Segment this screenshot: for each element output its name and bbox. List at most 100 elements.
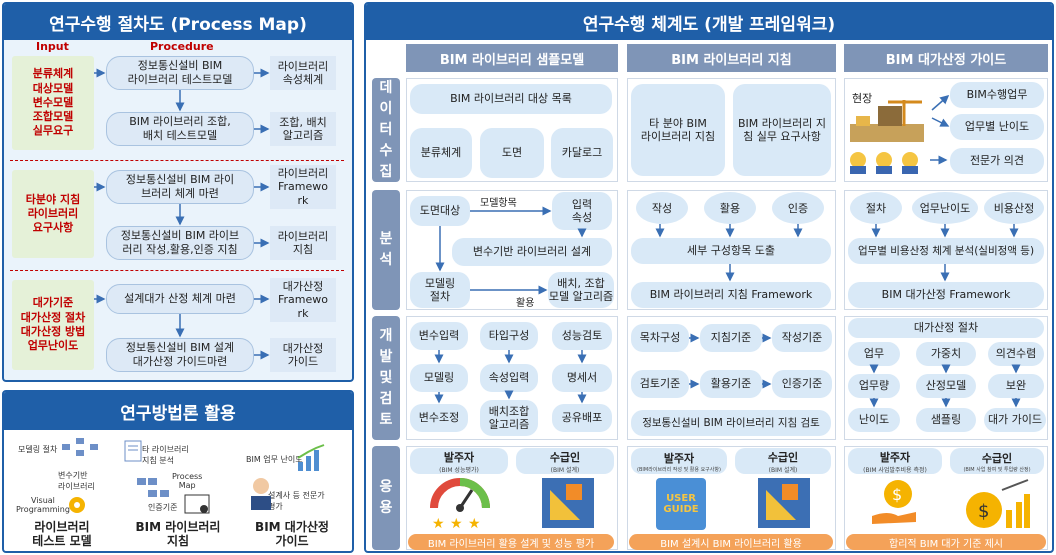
row-label-apply: 응 용 bbox=[372, 446, 400, 550]
mini-label-2c: 인증기준 bbox=[148, 503, 178, 512]
apply-c2-contractor-title: 수급인 bbox=[767, 450, 799, 464]
data-drawing: 도면 bbox=[480, 128, 544, 178]
output-box-2: 조합, 배치 알고리즘 bbox=[270, 112, 336, 146]
apply-c2-client-sub: (BIM라이브러리 작성 및 활용 요구사항) bbox=[637, 466, 721, 473]
column-header-1: BIM 라이브러리 샘플모델 bbox=[406, 44, 618, 72]
design-ruler-icon-2 bbox=[758, 478, 810, 528]
row-label-develop: 개 발 및 검 토 bbox=[372, 316, 400, 440]
procedure-box-2: BIM 라이브러리 조합, 배치 테스트모델 bbox=[106, 112, 254, 146]
money-bag-icon: $ bbox=[966, 479, 1030, 528]
apply-c2-contractor-sub: (BIM 설계) bbox=[768, 466, 798, 474]
procedure-box-4: 정보통신설비 BIM 라이브 러리 작성,활용,인증 지침 bbox=[106, 226, 254, 260]
model-item-edge: 모델항목 bbox=[480, 194, 517, 209]
mini-label-1c: Visual Programming bbox=[16, 496, 70, 514]
svg-text:$: $ bbox=[892, 485, 902, 504]
input-header: Input bbox=[36, 40, 69, 53]
dev-c3-opinion: 의견수렴 bbox=[988, 342, 1044, 366]
apply-c3-client-sub: (BIM 사업발주비용 측정) bbox=[863, 466, 927, 474]
mini-label-3b: 설계사 등 전문가 평가 bbox=[268, 491, 325, 511]
dev-c1-attr-input: 속성입력 bbox=[480, 364, 538, 392]
dev-c3-model: 산정모델 bbox=[916, 374, 976, 398]
apply-c1-client-sub: (BIM 성능평가) bbox=[439, 466, 479, 474]
library-target-list: BIM 라이브러리 대상 목록 bbox=[410, 84, 612, 114]
methodology-panel: 연구방법론 활용 bbox=[2, 390, 354, 553]
apply-c2-client-title: 발주자 bbox=[663, 451, 695, 465]
construction-site-icon bbox=[850, 100, 924, 142]
other-field-guideline: 타 분야 BIM 라이브러리 지침 bbox=[631, 84, 725, 176]
dev-c1-spec: 명세서 bbox=[552, 364, 612, 392]
mini-label-2b: Process Map bbox=[172, 472, 203, 490]
use-edge: 활용 bbox=[516, 298, 535, 309]
dev-c3-sampling: 샘플링 bbox=[916, 408, 976, 432]
mini-label-1b: 변수기반 라이브러리 bbox=[58, 471, 95, 491]
apply-c1-contractor-title: 수급인 bbox=[549, 450, 581, 464]
dev-c1-var-adjust: 변수조정 bbox=[410, 404, 468, 432]
svg-text:$: $ bbox=[978, 501, 989, 522]
placement-algorithm: 배치, 조합 모델 알고리즘 bbox=[548, 272, 614, 308]
bim-tasks: BIM수행업무 bbox=[950, 82, 1044, 108]
dev-c1-combo-algo: 배치조합 알고리즘 bbox=[480, 400, 538, 436]
data-catalog: 카달로그 bbox=[551, 128, 613, 178]
framework-title: 연구수행 체계도 (개발 프레임워크) bbox=[366, 4, 1052, 40]
apply-c3-contractor-sub: (BIM 사업 참여 및 투입량 산정) bbox=[963, 466, 1031, 473]
task-difficulty: 업무별 난이도 bbox=[950, 114, 1044, 140]
guideline-framework: BIM 라이브러리 지침 Framework bbox=[631, 282, 831, 308]
method-label-2: BIM 라이브러리 지침 bbox=[135, 520, 221, 549]
expert-icon bbox=[251, 478, 271, 510]
apply-c1-client-title: 발주자 bbox=[443, 450, 475, 464]
process-map-icon bbox=[137, 478, 169, 497]
dev-c1-modeling: 모델링 bbox=[410, 364, 468, 392]
dev-c2-use-std: 활용기준 bbox=[700, 370, 762, 398]
dev-c3-supplement: 보완 bbox=[988, 374, 1044, 398]
procedure-header: Procedure bbox=[150, 40, 214, 53]
modeling-procedure: 모델링 절차 bbox=[410, 272, 470, 308]
mini-label-2a: 타 라이브러리 지침 분석 bbox=[142, 445, 189, 465]
dev-c3-fee-guide: 대가 가이드 bbox=[984, 408, 1046, 432]
fee-procedure-title: 대가산정 절차 bbox=[848, 318, 1044, 338]
gear-icon bbox=[69, 497, 85, 513]
guideline-requirements: BIM 라이브러리 지 침 실무 요구사항 bbox=[733, 84, 831, 176]
input-box-1: 분류체계 대상모델 변수모델 조합모델 실무요구 bbox=[12, 56, 94, 150]
svg-text:★: ★ bbox=[468, 516, 481, 530]
apply-c3-client: 발주자 (BIM 사업발주비용 측정) bbox=[848, 448, 942, 474]
design-ruler-icon bbox=[542, 478, 594, 528]
dev-c2-write-std: 작성기준 bbox=[772, 324, 832, 352]
dev-c3-task: 업무 bbox=[848, 342, 900, 366]
svg-text:★: ★ bbox=[450, 516, 463, 530]
dev-c2-review: 정보통신설비 BIM 라이브러리 지침 검토 bbox=[631, 410, 831, 436]
column-header-2: BIM 라이브러리 지침 bbox=[627, 44, 836, 72]
apply-c1-client: 발주자 (BIM 성능평가) bbox=[410, 448, 508, 474]
dev-c3-weight: 가중치 bbox=[916, 342, 976, 366]
cost-circle: 비용산정 bbox=[984, 192, 1044, 224]
procedure-box-1: 정보통신설비 BIM 라이브러리 테스트모델 bbox=[106, 56, 254, 90]
output-box-6: 대가산정 가이드 bbox=[270, 338, 336, 372]
dev-c2-guide-std: 지침기준 bbox=[700, 324, 762, 352]
apply-c1-contractor: 수급인 (BIM 설계) bbox=[516, 448, 614, 474]
divider-1 bbox=[10, 160, 344, 161]
apply-c2-client: 발주자 (BIM라이브러리 작성 및 활용 요구사항) bbox=[631, 448, 727, 474]
input-box-2: 타분야 지침 라이브러리 요구사항 bbox=[12, 170, 94, 258]
fee-framework: BIM 대가산정 Framework bbox=[848, 282, 1044, 308]
row-label-analysis: 분 석 bbox=[372, 190, 400, 310]
certification-circle: 인증 bbox=[772, 192, 824, 224]
apply-c3-contractor: 수급인 (BIM 사업 참여 및 투입량 산정) bbox=[950, 448, 1044, 474]
gauge-icon: ★ ★ ★ bbox=[430, 478, 490, 530]
certificate-icon bbox=[184, 494, 210, 514]
svg-text:★: ★ bbox=[432, 516, 445, 530]
input-box-3: 대가기준 대가산정 절차 대가산정 방법 업무난이도 bbox=[12, 280, 94, 370]
dev-c2-cert-std: 인증기준 bbox=[772, 370, 832, 398]
procedure-box-6: 정보통신설비 BIM 설계 대가산정 가이드마련 bbox=[106, 338, 254, 372]
drawing-target: 도면대상 bbox=[410, 196, 470, 226]
dev-c1-type: 타입구성 bbox=[480, 322, 538, 350]
variable-library-design: 변수기반 라이브러리 설계 bbox=[452, 238, 612, 266]
apply-c3-contractor-title: 수급인 bbox=[981, 451, 1013, 465]
dev-c3-workload: 업무량 bbox=[848, 374, 900, 398]
output-box-1: 라이브러리 속성체계 bbox=[270, 56, 336, 90]
dev-c2-review-std: 검토기준 bbox=[631, 370, 689, 398]
apply-c2-banner: BIM 설계시 BIM 라이브러리 활용 bbox=[629, 534, 833, 550]
divider-2 bbox=[10, 270, 344, 271]
column-header-3: BIM 대가산정 가이드 bbox=[844, 44, 1048, 72]
procedure-box-3: 정보통신설비 BIM 라이 브러리 체계 마련 bbox=[106, 170, 254, 204]
document-check-icon bbox=[124, 440, 142, 462]
money-hand-icon: $ bbox=[872, 480, 916, 524]
